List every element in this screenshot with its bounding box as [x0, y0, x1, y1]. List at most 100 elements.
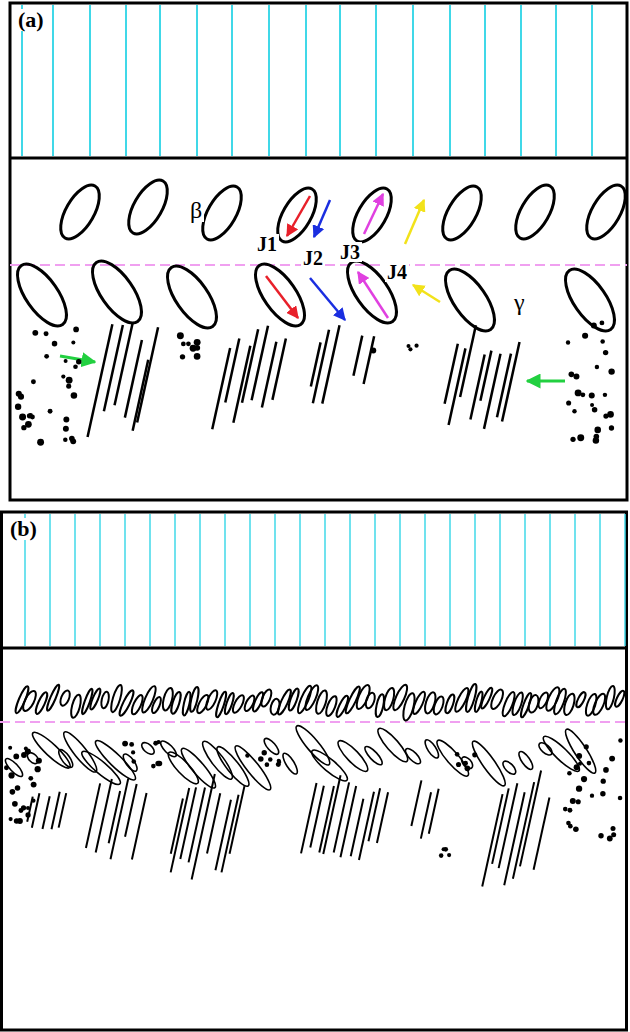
particle-dot [258, 756, 264, 762]
particle-dot [31, 379, 36, 384]
columnar-grain-line [399, 514, 401, 646]
columnar-grain-line [199, 514, 201, 646]
particle-dot [153, 741, 158, 746]
needle-line [59, 793, 67, 828]
needle-line [499, 783, 518, 868]
particle-dot [277, 759, 281, 763]
needle-line [480, 351, 491, 401]
particle-dot [122, 741, 128, 747]
columnar-grain-line [249, 514, 251, 646]
needle-line [125, 784, 137, 837]
precipitate-blob [60, 728, 101, 775]
particle-dot [566, 340, 570, 344]
precipitate-blob [8, 256, 76, 333]
needle-line [502, 342, 519, 422]
particle-dot [36, 758, 42, 764]
precipitate-blob [58, 689, 71, 707]
columnar-grain-line [624, 514, 626, 646]
needle-line [109, 791, 120, 843]
particle-dot [439, 853, 444, 858]
precipitate-blob [34, 691, 50, 715]
particle-dot [592, 407, 598, 413]
flux-label: J3 [338, 242, 362, 262]
precipitate-blob [436, 261, 504, 338]
panel-frame [10, 3, 627, 500]
particle-dot [600, 791, 605, 796]
particle-dot [570, 798, 576, 804]
precipitate-blob [169, 691, 182, 715]
particle-dot [63, 416, 69, 422]
particle-dot [591, 322, 597, 328]
columnar-grain-line [591, 5, 593, 156]
columnar-grain-line [125, 5, 127, 156]
columnar-grain-line [74, 514, 76, 646]
phase-label: γ [512, 290, 527, 314]
precipitate-blob [345, 182, 399, 248]
drawing [0, 3, 630, 1030]
needle-line [513, 782, 534, 879]
needle-line [353, 336, 362, 376]
flux-arrow [310, 278, 345, 320]
needle-line [334, 782, 349, 852]
columnar-grain-line [52, 5, 54, 156]
particle-dot [71, 340, 75, 344]
flux-label: J4 [385, 262, 409, 282]
particle-dot [584, 744, 589, 749]
precipitate-blob [158, 258, 226, 335]
flux-arrow [314, 200, 330, 237]
particle-dot [9, 817, 13, 821]
particle-dot [472, 752, 477, 757]
precipitate-blob [292, 722, 334, 768]
particle-dot [73, 364, 78, 369]
particle-dot [465, 765, 471, 771]
columnar-grain-line [424, 514, 426, 646]
particle-dot [32, 330, 38, 336]
needle-line [88, 324, 113, 437]
particle-dot [581, 776, 587, 782]
precipitate-blob [544, 686, 562, 713]
particle-dot [611, 832, 616, 837]
particle-dot [131, 759, 136, 764]
columnar-grain-line [231, 5, 233, 156]
columnar-grain-line [174, 514, 176, 646]
particle-dot [64, 359, 68, 363]
columnar-grain-line [599, 514, 601, 646]
particle-dot [575, 389, 582, 396]
particle-dot [600, 339, 605, 344]
particle-dot [567, 771, 572, 776]
needle-line [411, 780, 421, 826]
particle-dot [71, 392, 78, 399]
particle-dot [13, 754, 19, 760]
precipitate-blob [561, 726, 600, 776]
particle-dot [600, 321, 605, 326]
precipitate-blob [308, 746, 351, 785]
particle-dot [568, 824, 573, 829]
precipitate-blob [109, 684, 124, 713]
particle-dot [31, 782, 37, 788]
flux-arrow [266, 276, 298, 318]
precipitate-blob [188, 686, 200, 712]
particle-dot [21, 805, 26, 810]
particle-dot [603, 767, 609, 773]
precipitate-blob [363, 744, 385, 767]
columnar-grain-line [224, 514, 226, 646]
needle-line [43, 796, 50, 829]
particle-dot [609, 425, 614, 430]
columnar-grain-line [339, 5, 341, 156]
needle-line [377, 792, 388, 843]
columnar-grain-line [274, 514, 276, 646]
phase-label: β [188, 198, 204, 222]
needle-line [262, 342, 276, 408]
particle-dot [4, 765, 9, 770]
columnar-grain-line [449, 5, 451, 156]
particle-dot [590, 403, 594, 407]
particle-dot [594, 427, 601, 434]
particle-dot [268, 757, 273, 762]
flux-arrow [413, 285, 440, 302]
needle-line [364, 336, 375, 384]
particle-dot [66, 377, 73, 384]
columnar-grain-line [574, 514, 576, 646]
particle-dot [456, 762, 461, 767]
needle-line [242, 329, 258, 402]
